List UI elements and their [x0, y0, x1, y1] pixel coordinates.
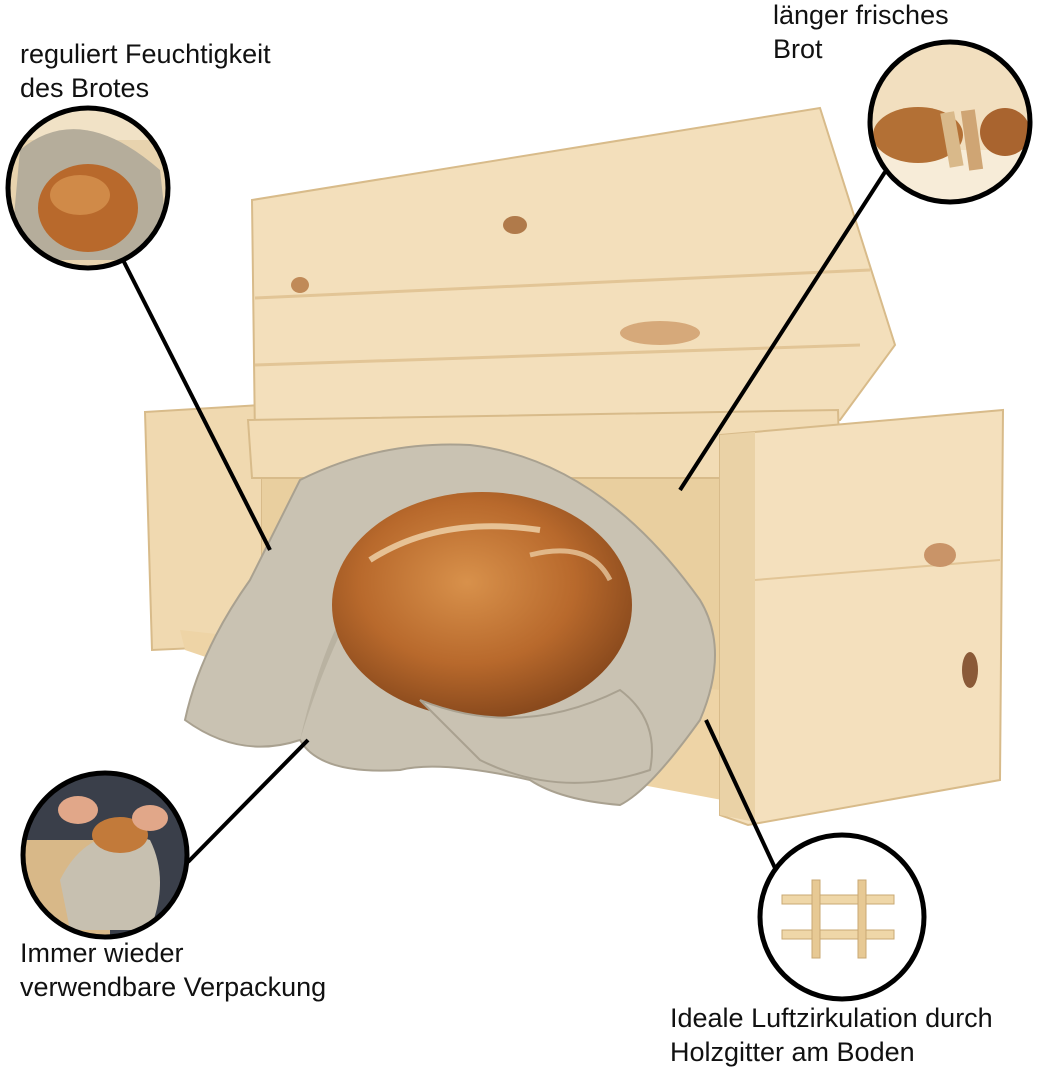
callout-text-top-right: länger frisches Brot: [773, 0, 949, 64]
wood-knot: [620, 321, 700, 345]
callout-connectors: [120, 170, 887, 869]
wood-knot: [924, 543, 956, 567]
wood-knot: [962, 652, 978, 688]
box-lid: [250, 106, 897, 442]
wooden-grid-icon: [781, 879, 895, 959]
box-right-panel: [719, 408, 1005, 827]
callout-circle-top-left: [5, 105, 171, 271]
callout-circle-bottom-left: [20, 770, 190, 940]
callout-text-bottom-left: Immer wieder verwendbare Verpackung: [20, 938, 327, 1002]
callout-text-top-left: reguliert Feuchtigkeit des Brotes: [20, 39, 271, 103]
callout-circle-bottom-right: [757, 832, 927, 1002]
wood-knot: [503, 216, 527, 234]
wood-knot: [291, 277, 309, 293]
callout-text-bottom-right: Ideale Luftzirkulation durch Holzgitter …: [670, 1003, 993, 1067]
